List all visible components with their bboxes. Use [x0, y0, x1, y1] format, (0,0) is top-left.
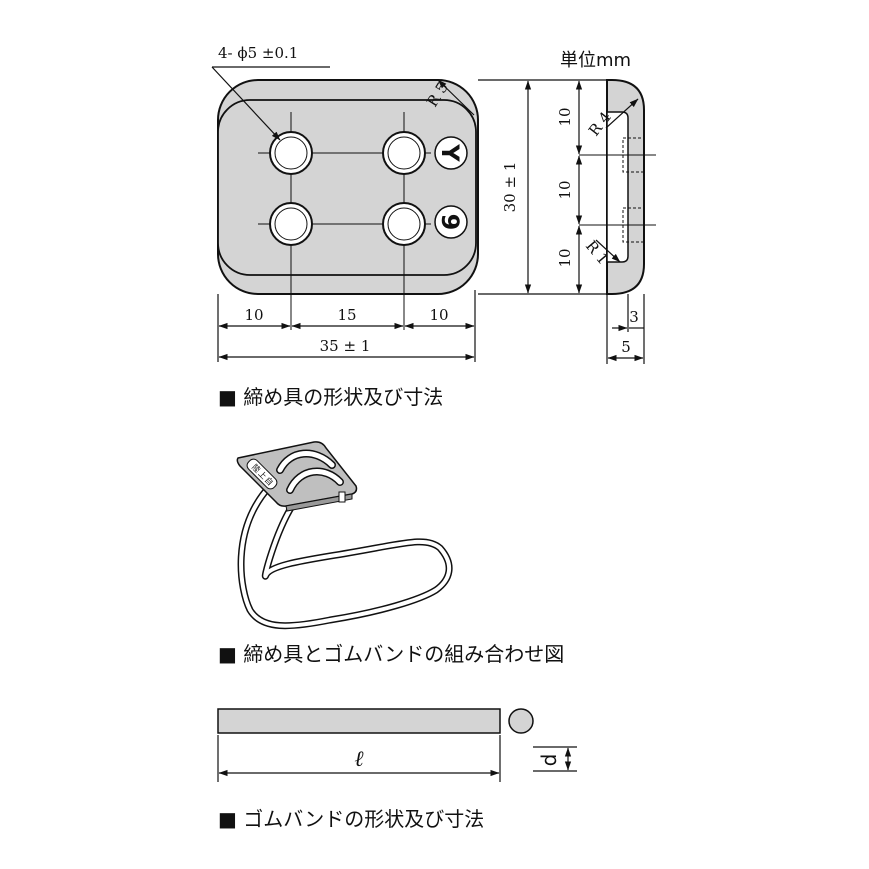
side-seg3-label: 10 — [556, 248, 574, 267]
radius-leader-r4 — [605, 98, 639, 129]
band-diameter-label: d — [537, 754, 561, 767]
dim-a-label: 10 — [244, 306, 263, 324]
band-cross-section — [508, 708, 534, 734]
hole — [269, 202, 313, 246]
fastener-face — [217, 99, 477, 276]
band-side-view — [217, 708, 501, 734]
fastener-plan-view: Y 9 4- ϕ5 ±0.1 R 5 10 15 10 35 ± 1 30 ± … — [211, 44, 610, 362]
marking-bottom: 9 — [434, 205, 468, 239]
rubber-band-drawing: ℓ d — [217, 708, 577, 782]
marking-top: Y — [434, 136, 468, 170]
hole — [382, 131, 426, 175]
band-length-label: ℓ — [354, 747, 364, 772]
side-seg2-label: 10 — [556, 180, 574, 199]
caption-fastener: ■ 締め具の形状及び寸法 — [218, 385, 443, 409]
svg-text:Y: Y — [436, 143, 464, 162]
plate-stamp: 陸 上 自 — [246, 458, 278, 490]
side-seg1-label: 10 — [556, 107, 574, 126]
assembly-illustration: 陸 上 自 — [236, 441, 453, 630]
caption-assembly: ■ 締め具とゴムバンドの組み合わせ図 — [218, 642, 564, 666]
dim-height-label: 30 ± 1 — [501, 162, 519, 213]
fastener-side-view: 単位mm 10 10 10 R 4 R 1 3 5 — [556, 50, 656, 364]
dim-b-label: 15 — [337, 306, 356, 324]
dim-total-label: 35 ± 1 — [320, 337, 371, 355]
radius-leader-r5 — [437, 79, 475, 116]
unit-label: 単位mm — [560, 50, 631, 71]
hole-leader — [211, 66, 281, 141]
plate-tab — [338, 491, 346, 503]
dim-c-label: 10 — [429, 306, 448, 324]
hole — [382, 202, 426, 246]
plate-edge — [285, 493, 353, 512]
svg-text:9: 9 — [436, 214, 464, 231]
radius-leader-r1 — [595, 239, 621, 263]
side-recess — [606, 111, 629, 263]
side-outer-label: 5 — [621, 338, 631, 356]
rubber-band-inner — [239, 484, 452, 628]
caption-band: ■ ゴムバンドの形状及び寸法 — [218, 807, 484, 831]
hole-diameter-label: 4- ϕ5 ±0.1 — [218, 44, 298, 62]
side-inner-label: 3 — [629, 308, 639, 326]
hole — [269, 131, 313, 175]
band-loop-lower-inner — [287, 469, 343, 493]
band-loop-upper-inner — [277, 451, 335, 473]
